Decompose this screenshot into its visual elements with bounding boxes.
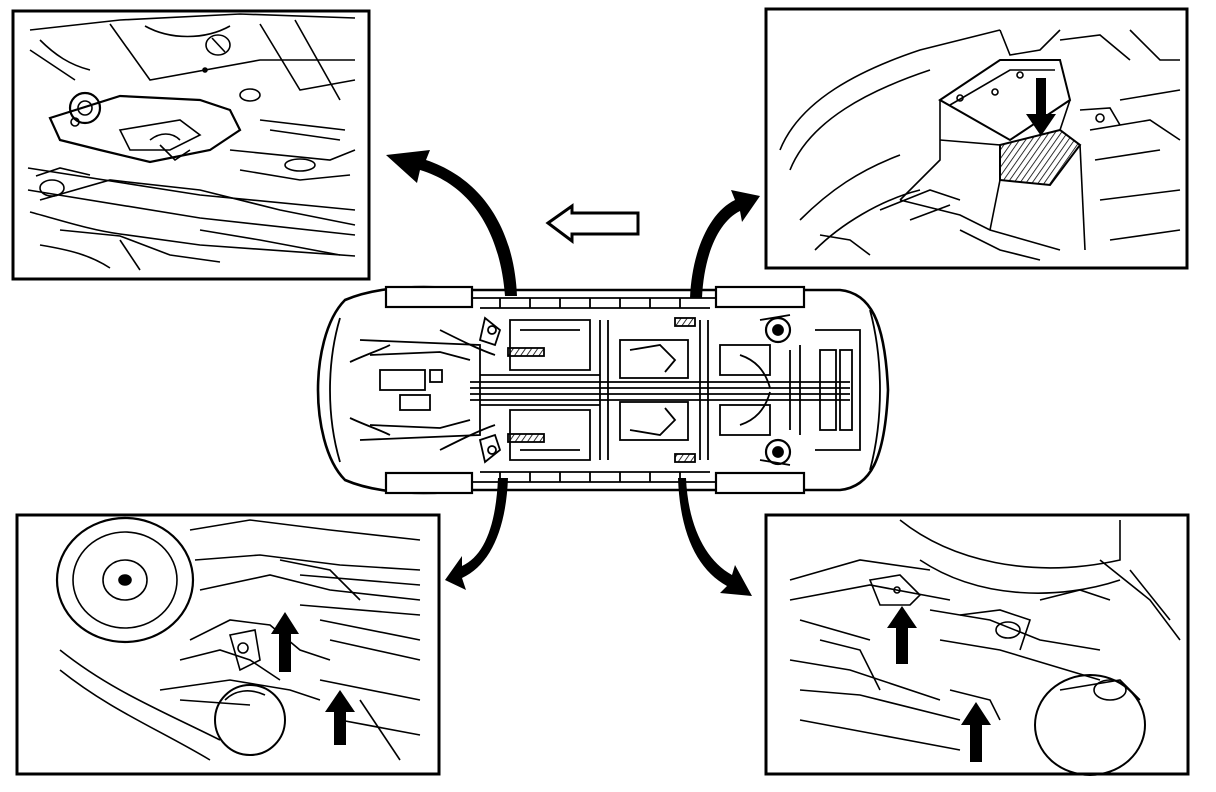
front-direction-arrow-icon bbox=[545, 203, 640, 244]
callout-arrow-front-left bbox=[386, 150, 517, 296]
rear-right-lift-point-icon bbox=[789, 519, 1181, 776]
callout-arrow-rear-left bbox=[445, 478, 508, 590]
up-arrow-icon bbox=[887, 606, 991, 762]
detail-panel-front-left bbox=[11, 9, 371, 281]
callout-arrow-rear-right bbox=[678, 478, 752, 596]
front-left-lift-point-icon bbox=[27, 13, 356, 271]
front-right-lift-point-icon bbox=[779, 29, 1181, 261]
vehicle-underside-icon bbox=[316, 285, 890, 495]
rear-left-lift-point-icon bbox=[55, 516, 421, 761]
detail-panel-rear-left bbox=[15, 513, 441, 776]
down-arrow-icon bbox=[1026, 78, 1056, 136]
up-arrow-icon bbox=[271, 612, 355, 745]
callout-arrow-front-right bbox=[690, 190, 760, 298]
detail-panel-rear-right bbox=[764, 513, 1190, 776]
detail-panel-front-right bbox=[764, 7, 1189, 270]
